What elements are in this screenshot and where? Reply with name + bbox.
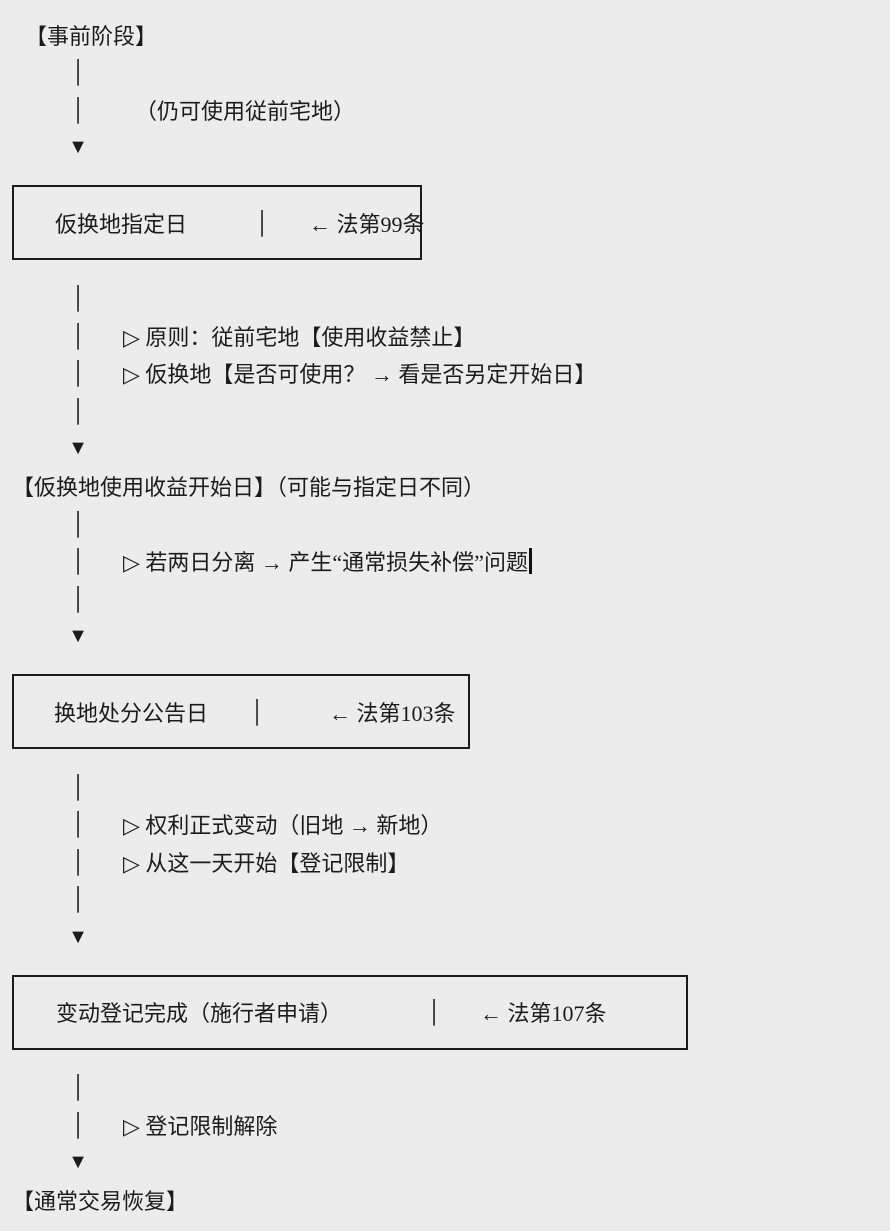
down-arrow-icon: ▼ <box>68 1151 88 1174</box>
down-arrow-icon: ▼ <box>68 136 88 159</box>
connector-bar: │ <box>70 510 86 536</box>
connector-bar: │ <box>70 1112 86 1138</box>
stage-pre-line: 【事前阶段】 <box>12 16 890 54</box>
connector-bar: │ <box>70 773 86 799</box>
box2-wrap: 换地处分公告日 │ ← 法第103条 <box>12 655 890 768</box>
arrow-line: ▼ <box>12 918 890 956</box>
box2-note-1: ▷ 权利正式变动（旧地 → 新地） <box>123 813 443 839</box>
connector-note-line: │ ▷ 从这一天开始【登记限制】 <box>12 843 890 881</box>
connector-bar: │ <box>70 397 86 423</box>
arrow-line: ▼ <box>12 1144 890 1182</box>
connector-bar: │ <box>70 548 86 574</box>
connector-line: │ <box>12 279 890 317</box>
connector-note-line: │ ▷ 权利正式变动（旧地 → 新地） <box>12 806 890 844</box>
stage-label: 【通常交易恢复】 <box>12 1189 189 1215</box>
pre-note: （仍可使用従前宅地） <box>135 98 356 124</box>
text-cursor <box>528 548 532 575</box>
arrow-line: ▼ <box>12 618 890 656</box>
connector-line: │ <box>12 768 890 806</box>
process-box-kanchi-shobun-kokoku: 换地处分公告日 │ ← 法第103条 <box>12 674 470 749</box>
connector-note-line: │ ▷ 仮换地【是否可使用？ → 看是否另定开始日】 <box>12 354 890 392</box>
arrow-line: ▼ <box>12 430 890 468</box>
connector-bar: │ <box>70 811 86 837</box>
connector-bar: │ <box>70 585 86 611</box>
connector-line: │ <box>12 1069 890 1107</box>
connector-note-line: │ （仍可使用従前宅地） <box>12 91 890 129</box>
box-title: 变动登记完成（施行者申请） <box>56 1001 343 1027</box>
box-title: 仮换地指定日 <box>55 211 188 237</box>
box1-note-1: ▷ 原则：従前宅地【使用收益禁止】 <box>123 324 476 350</box>
connector-note-line: │ ▷ 原则：従前宅地【使用收益禁止】 <box>12 317 890 355</box>
connector-line: │ <box>12 392 890 430</box>
law-reference: ← 法第107条 <box>480 1001 607 1027</box>
connector-bar: │ <box>70 848 86 874</box>
box3-note: ▷ 登记限制解除 <box>123 1114 278 1140</box>
stage-end-line: 【通常交易恢复】 <box>12 1181 890 1219</box>
down-arrow-icon: ▼ <box>68 624 88 647</box>
law-reference: ← 法第103条 <box>329 700 456 726</box>
connector-bar: │ <box>70 59 86 85</box>
process-box-hendo-toki-kansei: 变动登记完成（施行者申请） │ ← 法第107条 <box>12 974 688 1050</box>
stage-label: 【仮换地使用收益开始日】（可能与指定日不同） <box>12 474 486 500</box>
connector-line: │ <box>12 580 890 618</box>
connector-bar: │ <box>70 96 86 122</box>
process-box-kari-kanchi-shitei: 仮换地指定日 │ ← 法第99条 <box>12 185 425 261</box>
down-arrow-icon: ▼ <box>68 436 88 459</box>
arrow-line: ▼ <box>12 129 890 167</box>
connector-line: │ <box>12 505 890 543</box>
down-arrow-icon: ▼ <box>68 925 88 948</box>
connector-bar: │ <box>70 284 86 310</box>
connector-line: │ <box>12 54 890 92</box>
connector-note-line: │ ▷ 若两日分离 → 产生“通常损失补偿”问题 <box>12 542 890 580</box>
box1-wrap: 仮换地指定日 │ ← 法第99条 <box>12 166 890 279</box>
box2-note-2: ▷ 从这一天开始【登记限制】 <box>123 850 410 876</box>
start-note: ▷ 若两日分离 → 产生“通常损失补偿”问题 <box>123 550 528 576</box>
box1-note-2: ▷ 仮换地【是否可使用？ → 看是否另定开始日】 <box>123 362 597 388</box>
connector-bar: │ <box>70 360 86 386</box>
connector-line: │ <box>12 881 890 919</box>
connector-bar: │ <box>70 886 86 912</box>
box-title: 换地处分公告日 <box>54 700 209 726</box>
connector-bar: │ <box>70 322 86 348</box>
stage-start-line: 【仮换地使用收益开始日】（可能与指定日不同） <box>12 467 890 505</box>
box-separator: │ <box>254 209 270 235</box>
box-separator: │ <box>249 698 265 724</box>
stage-label: 【事前阶段】 <box>25 23 158 49</box>
box-separator: │ <box>426 999 442 1025</box>
law-reference: ← 法第99条 <box>309 211 425 237</box>
connector-bar: │ <box>70 1074 86 1100</box>
box3-wrap: 变动登记完成（施行者申请） │ ← 法第107条 <box>12 956 890 1069</box>
connector-note-line: │ ▷ 登记限制解除 <box>12 1106 890 1144</box>
